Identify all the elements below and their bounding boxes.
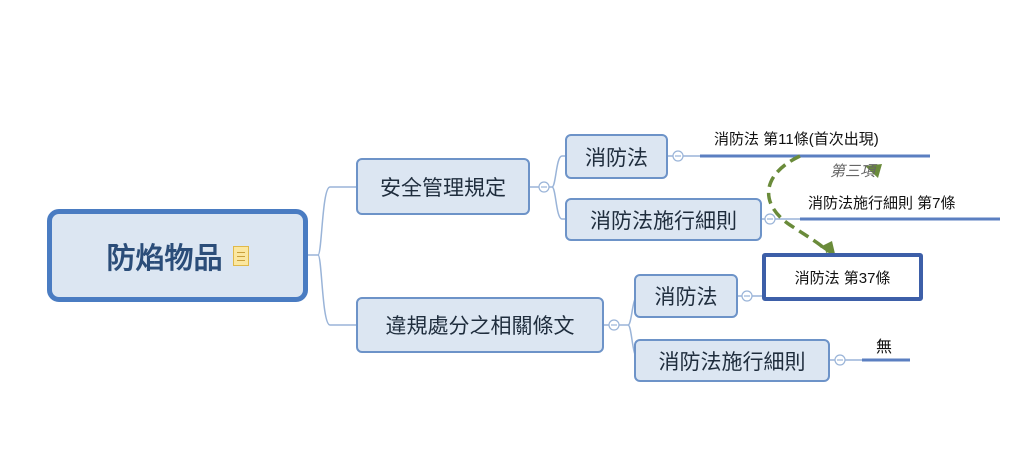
branch-violation-articles[interactable]: 違規處分之相關條文: [356, 297, 604, 353]
branch-label: 違規處分之相關條文: [385, 314, 575, 338]
relation-label[interactable]: 第三項: [830, 163, 876, 180]
leaf-fire-rules-art7[interactable]: 消防法施行細則 第7條: [808, 195, 956, 212]
root-label: 防焰物品: [106, 240, 223, 275]
note-icon[interactable]: [232, 245, 249, 266]
leaf-fire-law-art11[interactable]: 消防法 第11條(首次出現): [714, 131, 879, 148]
node-fire-rules-1[interactable]: 消防法施行細則: [565, 198, 762, 241]
node-label: 消防法施行細則: [658, 349, 806, 374]
branch-label: 安全管理規定: [380, 175, 506, 200]
node-label: 消防法施行細則: [590, 208, 737, 233]
leaf-fire-law-art37[interactable]: 消防法 第37條: [762, 253, 923, 301]
node-fire-law-2[interactable]: 消防法: [634, 274, 738, 318]
node-fire-law-1[interactable]: 消防法: [565, 134, 668, 179]
node-label: 消防法: [654, 285, 718, 309]
leaf-none[interactable]: 無: [876, 339, 893, 356]
leaf-label: 消防法 第37條: [794, 269, 891, 287]
root-node[interactable]: 防焰物品: [47, 209, 308, 302]
branch-safety-rules[interactable]: 安全管理規定: [356, 158, 530, 215]
node-fire-rules-2[interactable]: 消防法施行細則: [634, 339, 830, 382]
node-label: 消防法: [585, 145, 648, 170]
